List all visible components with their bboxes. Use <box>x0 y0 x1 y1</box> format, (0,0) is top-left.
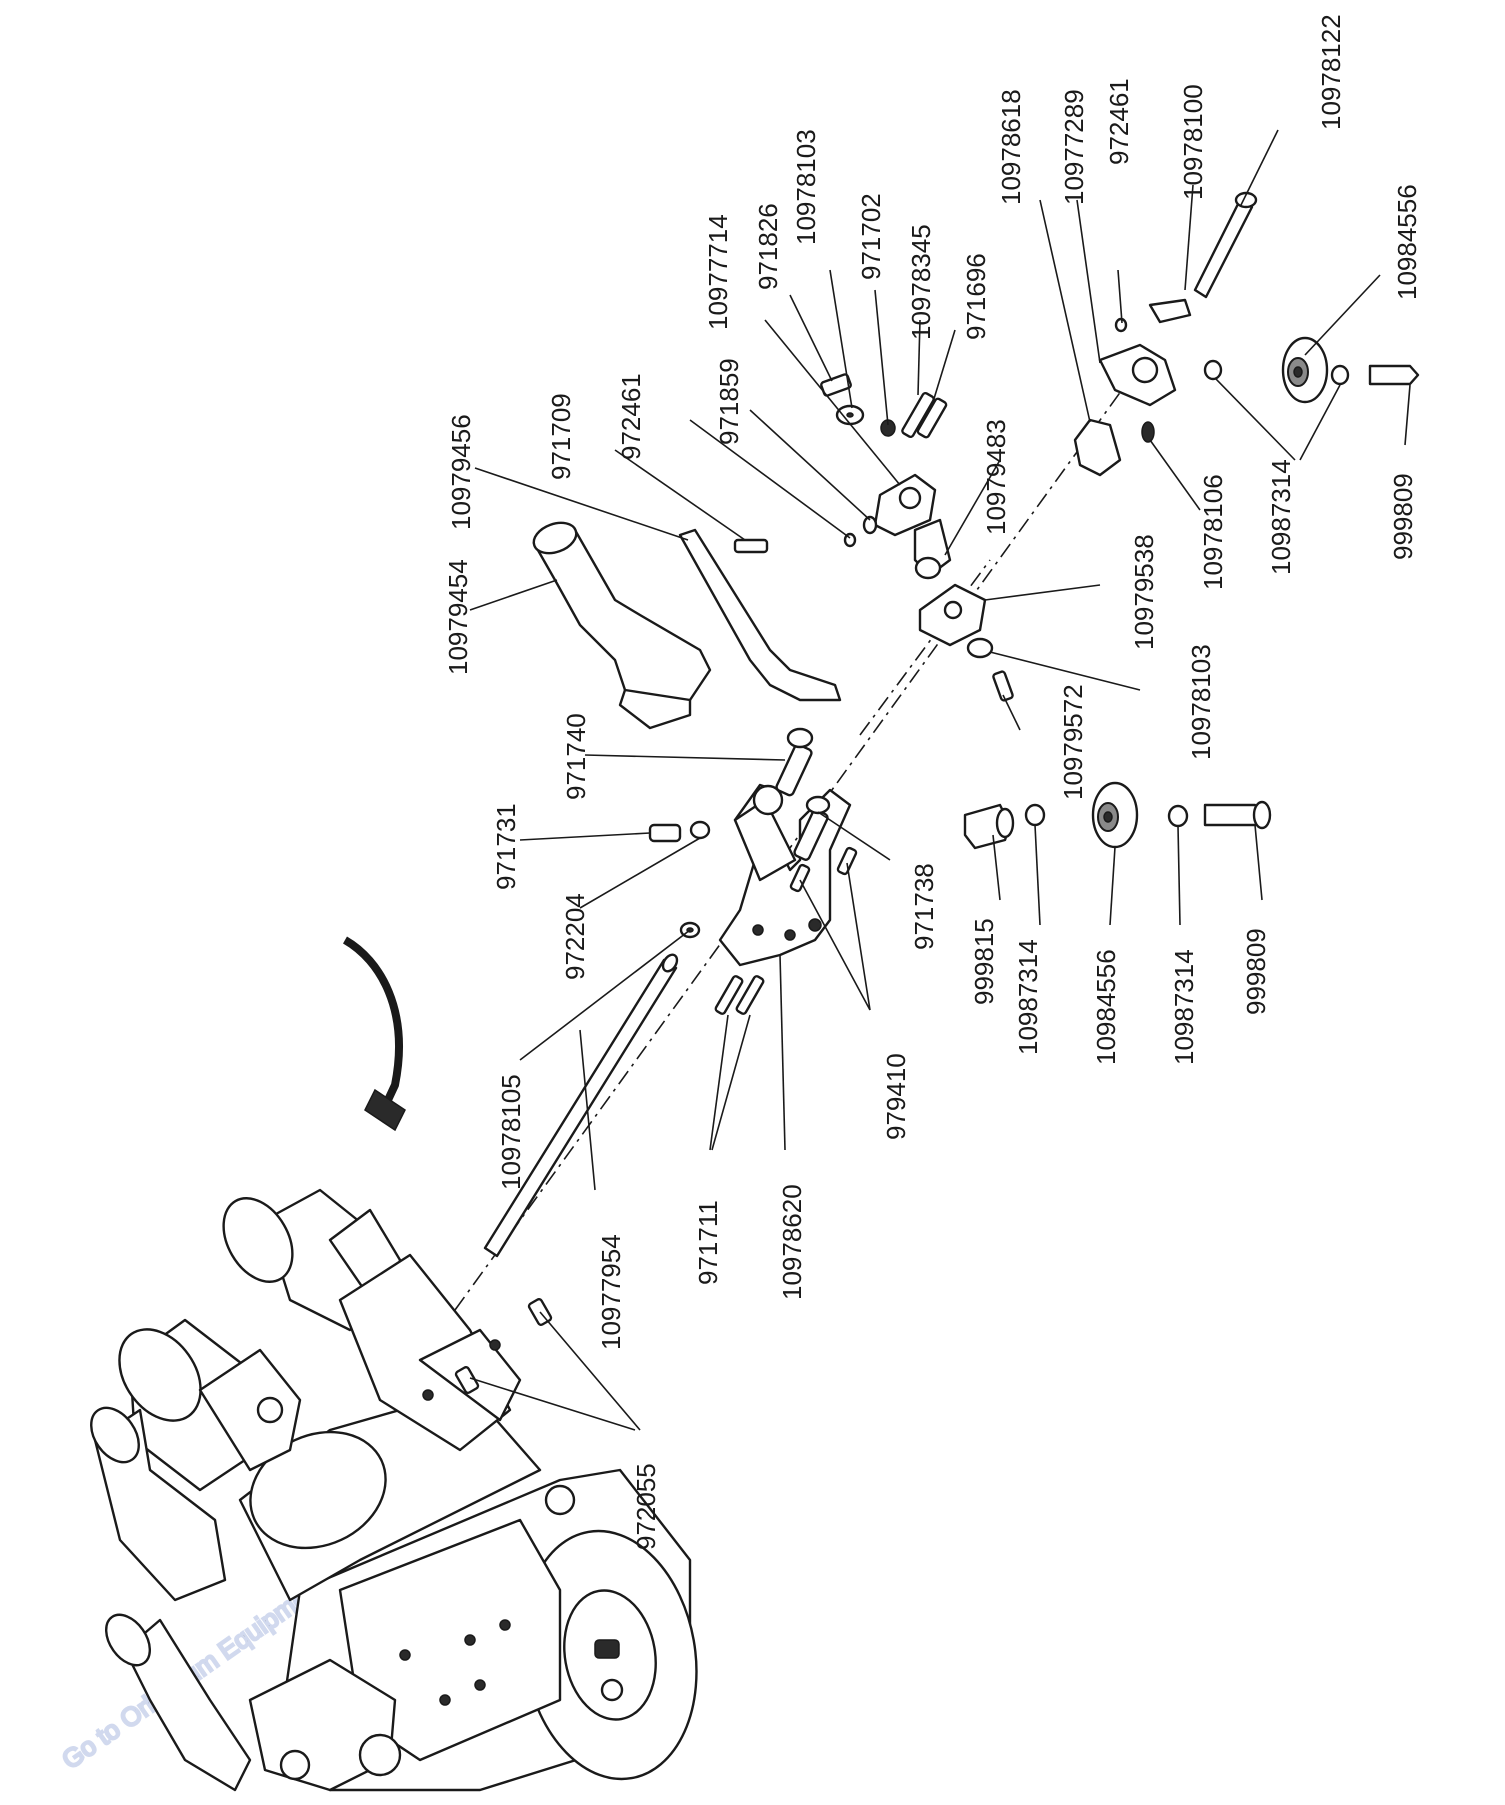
part-label: 10977714 <box>703 214 733 330</box>
part-label: 10979454 <box>443 559 473 675</box>
rod-10977954 <box>483 958 678 1258</box>
block-10977714 <box>843 473 952 580</box>
part-label: 972204 <box>560 893 590 980</box>
part-label: 971740 <box>561 713 591 800</box>
part-label: 971738 <box>909 863 939 950</box>
part-label: 10978345 <box>906 224 936 340</box>
pin-979410-b <box>836 846 858 876</box>
part-label: 10978122 <box>1316 14 1346 130</box>
part-label: 971859 <box>714 358 744 445</box>
handle-10979454 <box>532 521 712 730</box>
bolt-971709 <box>733 538 769 554</box>
part-label: 10979456 <box>446 414 476 530</box>
part-label: 971711 <box>693 1200 723 1285</box>
part-label: 971702 <box>856 193 886 280</box>
screw-10979572 <box>992 670 1014 702</box>
part-label: 972055 <box>631 1463 661 1550</box>
part-label: 10987314 <box>1266 459 1296 575</box>
part-label: 972461 <box>1104 78 1134 165</box>
oring-972204 <box>689 820 711 840</box>
part-label: 10979572 <box>1058 684 1088 800</box>
upper-fasteners <box>820 373 948 439</box>
part-label: 10978620 <box>777 1184 807 1300</box>
machine-main-body <box>238 1388 698 1792</box>
part-label: 10984556 <box>1392 184 1422 300</box>
motor-housings <box>118 1188 522 1492</box>
part-label: 972461 <box>616 373 646 460</box>
clamp-handle-assembly <box>90 1406 402 1792</box>
bolts-971711 <box>714 975 765 1015</box>
pin-979410-a <box>789 863 811 893</box>
part-label: 10978100 <box>1178 84 1208 200</box>
lever-10979456 <box>678 528 842 702</box>
leader-lines <box>469 129 1411 1431</box>
rod-end <box>661 953 679 973</box>
washer-10978103-lower <box>966 637 994 659</box>
cable <box>342 936 403 1102</box>
part-label: 979410 <box>881 1053 911 1140</box>
part-label: 971696 <box>961 253 991 340</box>
part-label: 10979538 <box>1129 534 1159 650</box>
assembly-centerline <box>454 364 1141 1311</box>
part-label: 10978618 <box>996 89 1026 205</box>
part-label: 10978105 <box>496 1074 526 1190</box>
cable-connector <box>364 1088 406 1132</box>
part-label: 10987314 <box>1169 949 1199 1065</box>
part-label: 10987314 <box>1013 939 1043 1055</box>
bolt-971740 <box>775 743 813 797</box>
pin-971731 <box>648 823 682 843</box>
part-label: 971826 <box>753 203 783 290</box>
part-label: 10977289 <box>1059 89 1089 205</box>
part-label: 999815 <box>969 918 999 1005</box>
part-label: 10978106 <box>1198 474 1228 590</box>
lower-roller-set <box>963 781 1272 850</box>
part-label: 999809 <box>1241 928 1271 1015</box>
part-label: 971709 <box>546 393 576 480</box>
part-labels: 10978122 10984556 10978100 972461 109772… <box>443 14 1422 1550</box>
part-label: 10979483 <box>981 419 1011 535</box>
part-label: 10978103 <box>1186 644 1216 760</box>
part-label: 971731 <box>491 803 521 890</box>
upper-right-assembly <box>1073 191 1420 477</box>
part-label: 999809 <box>1388 473 1418 560</box>
part-label: 10977954 <box>596 1234 626 1350</box>
part-label: 10984556 <box>1091 949 1121 1065</box>
bracket-centerline <box>859 559 991 736</box>
part-label: 10978103 <box>791 129 821 245</box>
